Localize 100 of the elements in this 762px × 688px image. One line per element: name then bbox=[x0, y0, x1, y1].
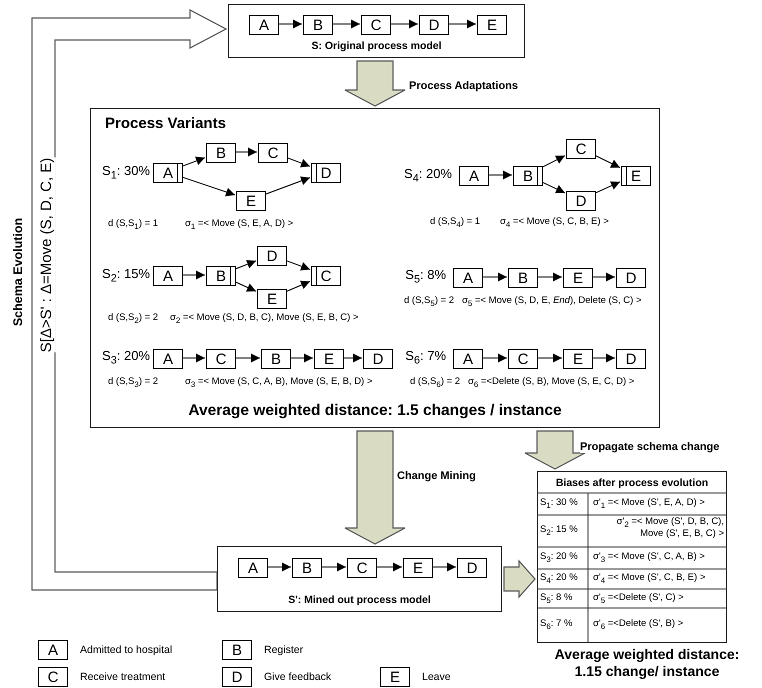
activity-box: D bbox=[419, 15, 449, 35]
block-arrow bbox=[344, 60, 406, 107]
model-caption: S': Mined out process model bbox=[287, 594, 432, 606]
activity-box: C bbox=[566, 139, 596, 159]
activity-box: B bbox=[222, 640, 252, 660]
distance-value: d (S,S$_{2}$) = 2 bbox=[108, 313, 158, 325]
arrow bbox=[332, 20, 360, 28]
arrow bbox=[286, 157, 310, 168]
activity-box: E bbox=[257, 289, 287, 309]
variant-share: S$_{5}$: 8 % bbox=[540, 593, 572, 605]
arrow bbox=[182, 270, 206, 280]
arrow bbox=[234, 281, 256, 292]
activity-box: A bbox=[249, 15, 279, 35]
variant-share: S$_{2}$: 15% bbox=[101, 267, 150, 286]
table-header: Biases after process evolution bbox=[554, 477, 710, 490]
arrow bbox=[182, 176, 236, 196]
change-log: σ$_{3}$ =< Move (S, C, A, B), Move (S, E, B, D) > bbox=[185, 377, 372, 389]
distance-value: d (S,S$_{4}$) = 1 bbox=[430, 217, 480, 229]
activity-box: E bbox=[236, 191, 266, 211]
change-log: σ'$_{3}$ =< Move (S', C, A, B) > bbox=[593, 552, 705, 564]
activity-box: B bbox=[303, 15, 333, 35]
arrow bbox=[290, 354, 314, 362]
variant-share: S$_{2}$: 15 % bbox=[540, 525, 578, 537]
activity-box: E bbox=[403, 558, 433, 578]
change-log: σ'$_{5}$ =<Delete (S', C) > bbox=[593, 593, 684, 605]
arrow bbox=[266, 562, 292, 572]
activity-box: C bbox=[206, 349, 236, 369]
activity-box: A bbox=[453, 268, 483, 288]
arrow bbox=[320, 562, 346, 572]
block-arrow bbox=[344, 430, 406, 545]
activity-box: D bbox=[222, 667, 252, 687]
block-arrow bbox=[524, 430, 586, 470]
change-log: σ'$_{1}$ =< Move (S', E, A, D) > bbox=[593, 498, 705, 510]
activity-box: B bbox=[261, 349, 291, 369]
arrow bbox=[278, 20, 302, 28]
arrow bbox=[482, 272, 508, 282]
axis-title: Schema Evolution bbox=[10, 218, 26, 326]
activity-box: A bbox=[153, 349, 183, 369]
arrow bbox=[286, 280, 310, 292]
activity-box: D bbox=[257, 246, 287, 266]
activity-box: E bbox=[563, 349, 593, 369]
legend-description: Leave bbox=[422, 671, 451, 684]
summary-text: Average weighted distance: 1.5 changes / instance bbox=[187, 402, 563, 420]
activity-box: A bbox=[153, 266, 183, 286]
change-log: σ$_{4}$ =< Move (S, C, B, E) > bbox=[500, 217, 609, 229]
variant-share: S$_{3}$: 20% bbox=[101, 349, 150, 368]
process-model-box bbox=[217, 546, 502, 612]
edge-label: Process Adaptations bbox=[409, 80, 518, 92]
distance-value: d (S,S$_{1}$) = 1 bbox=[108, 219, 158, 231]
variant-share: S$_{6}$: 7% bbox=[404, 349, 446, 368]
arrow bbox=[488, 170, 512, 180]
arrow bbox=[286, 260, 310, 271]
legend-description: Register bbox=[264, 644, 304, 656]
arrow bbox=[234, 148, 258, 156]
activity-box: E bbox=[314, 349, 344, 369]
distance-value: d (S,S$_{3}$) = 2 bbox=[108, 377, 158, 389]
change-log: σ$_{1}$ =< Move (S, E, A, D) > bbox=[185, 219, 294, 231]
variants-panel bbox=[90, 108, 660, 428]
activity-box: B bbox=[508, 268, 538, 288]
activity-box: A bbox=[238, 558, 268, 578]
activity-box: C bbox=[258, 143, 288, 163]
variant-share: S$_{1}$: 30% bbox=[101, 164, 150, 182]
activity-box: C bbox=[38, 667, 68, 687]
arrow bbox=[542, 155, 566, 168]
change-log: σ$_{5}$ =< Move (S, D, E, End), Delete (S, C) > bbox=[462, 296, 642, 308]
activity-box: D bbox=[311, 163, 341, 183]
variant-share: S$_{4}$: 20% bbox=[403, 167, 452, 186]
arrow bbox=[536, 272, 562, 282]
arrow bbox=[264, 176, 310, 195]
arrow bbox=[342, 354, 362, 362]
arrow bbox=[536, 354, 562, 362]
activity-box: C bbox=[311, 266, 341, 286]
change-log: σ$_{6}$ =<Delete (S, B), Move (S, E, C, D) > bbox=[468, 377, 634, 389]
activity-box: D bbox=[616, 268, 646, 288]
arrow bbox=[542, 182, 566, 194]
arrow bbox=[592, 354, 616, 362]
activity-box: C bbox=[361, 15, 391, 35]
activity-box: B bbox=[513, 166, 543, 186]
activity-box: E bbox=[380, 667, 410, 687]
bias-table bbox=[537, 471, 727, 643]
variant-share: S$_{5}$: 8% bbox=[404, 268, 446, 286]
distance-value: d (S,S$_{5}$) = 2 bbox=[404, 296, 454, 308]
activity-box: B bbox=[206, 266, 236, 286]
arrow bbox=[594, 154, 620, 168]
activity-box: C bbox=[347, 558, 377, 578]
legend-description: Admitted to hospital bbox=[80, 644, 172, 656]
activity-box: A bbox=[38, 640, 68, 660]
activity-box: D bbox=[363, 349, 393, 369]
variant-share: S$_{4}$: 20 % bbox=[540, 573, 578, 585]
activity-box: E bbox=[477, 15, 507, 35]
activity-box: A bbox=[459, 166, 489, 186]
activity-box: A bbox=[453, 349, 483, 369]
legend-description: Receive treatment bbox=[80, 671, 166, 684]
distance-value: d (S,S$_{6}$) = 2 bbox=[410, 377, 460, 389]
variant-share: S$_{1}$: 30 % bbox=[540, 498, 578, 510]
change-log: σ'$_{2}$ =< Move (S', D, B, C), Move (S', E, B, C) > bbox=[616, 517, 724, 540]
process-model-box bbox=[228, 4, 525, 58]
edge-label: Change Mining bbox=[397, 470, 476, 482]
activity-box: D bbox=[457, 558, 487, 578]
arrow bbox=[482, 354, 508, 362]
